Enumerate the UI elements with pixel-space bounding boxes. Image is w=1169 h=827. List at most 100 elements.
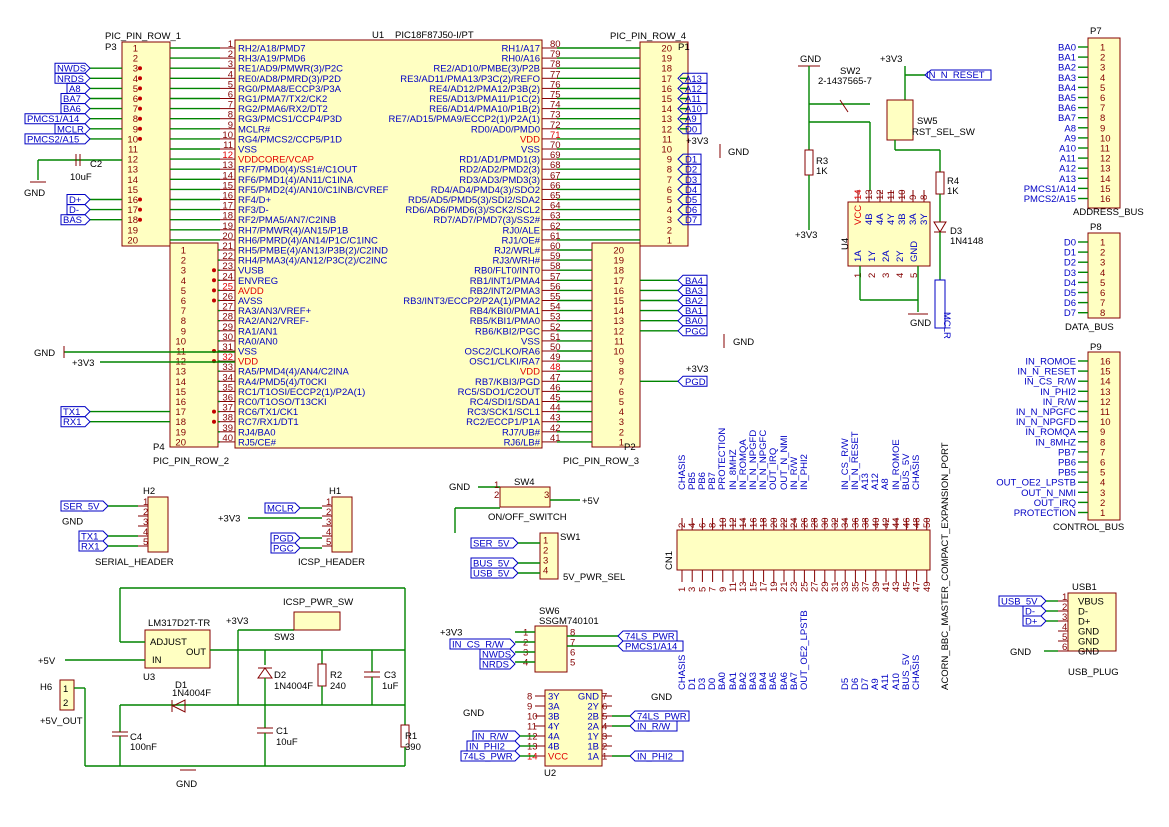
- sw3-v33: +3V3: [226, 616, 248, 627]
- sw6-numl-4: 4: [523, 658, 528, 669]
- sw4-gnd: GND: [449, 482, 470, 493]
- u1-pin-79: 79: [550, 49, 561, 60]
- cn1-odd-35: 35: [850, 581, 861, 592]
- cn1-even-6: 6: [697, 523, 708, 528]
- u1-pin-17: 17: [222, 201, 233, 212]
- u1-pin-4: 4: [228, 69, 233, 80]
- u1-pin-1: 1: [228, 39, 233, 50]
- u1-pin-name-18: RF2/PMA5/AN7/C2INB: [238, 215, 336, 226]
- u4-pin-bot-0: 1A: [853, 250, 864, 262]
- cn1-bot-label-8: BA4: [758, 672, 769, 690]
- cn1-odd-1: 1: [677, 587, 688, 592]
- cn1-even-44: 44: [891, 517, 902, 528]
- u1-pin-24: 24: [222, 271, 233, 282]
- c1-value: 10uF: [276, 737, 298, 748]
- p9-label-4: IN_R/W: [1043, 397, 1076, 408]
- p1-pin-18: 18: [661, 64, 672, 75]
- p3-pin-2: 2: [133, 54, 138, 65]
- sw6-numr-5: 5: [570, 658, 575, 669]
- p7-num-15: 16: [1100, 194, 1111, 205]
- u2-numr-2: 5: [602, 712, 607, 723]
- u4-pin-top-6: 3Y: [919, 213, 930, 225]
- p2a-label-5: PGC: [685, 326, 706, 337]
- u1-pin-name-68: RD2/AD2/PMD2(3): [459, 165, 540, 176]
- p1-pin-14: 14: [661, 104, 672, 115]
- p3-pin-7: 7: [133, 104, 138, 115]
- cn1-top-label-12: IN_PHI2: [799, 454, 810, 490]
- p1-pin-15: 15: [661, 94, 672, 105]
- u1-pin-name-54: RB4/KBI0/PMA1: [470, 306, 540, 317]
- cn1-bot-label-6: BA2: [738, 672, 749, 690]
- u1-pin-14: 14: [222, 170, 233, 181]
- p3-ref: P3: [105, 42, 117, 53]
- u1-pin-64: 64: [550, 201, 561, 212]
- u1-pin-59: 59: [550, 251, 561, 262]
- p7-label-9: A9: [1064, 133, 1076, 144]
- u3-pin-adjust: ADJUST: [150, 637, 187, 648]
- p1-pin-13: 13: [661, 114, 672, 125]
- p8-ref: P8: [1090, 222, 1102, 233]
- p4-pin-19: 19: [175, 427, 186, 438]
- sw1-num-3: 3: [543, 556, 548, 567]
- u2-pinl-5: 4B: [548, 742, 560, 753]
- u2-gnd: GND: [463, 708, 484, 719]
- cn1-odd-13: 13: [738, 581, 749, 592]
- u1-pin-19: 19: [222, 221, 233, 232]
- u1-pin-58: 58: [550, 261, 561, 272]
- p4-pin-16: 16: [175, 397, 186, 408]
- p1-pin-2: 2: [667, 225, 672, 236]
- cn1-bot-label-5: BA1: [728, 672, 739, 690]
- sw6-labelr-1: PMCS1/A14: [625, 642, 677, 653]
- cn1-top-label-14: IN_N_RESET: [850, 431, 861, 490]
- left-label-3: BA7: [63, 94, 81, 105]
- main-wires: [138, 47, 640, 443]
- p8-num-1: 2: [1100, 248, 1105, 259]
- usb1-num-1: 2: [1062, 602, 1067, 613]
- h2-num-3: 3: [143, 517, 148, 528]
- u1-pin-78: 78: [550, 59, 561, 70]
- u1-pin-66: 66: [550, 180, 561, 191]
- p1-pin-6: 6: [667, 185, 672, 196]
- u1-pin-26: 26: [222, 292, 233, 303]
- sw6-ref: SW6: [539, 606, 560, 617]
- u2-pinr-0: GND: [578, 692, 599, 703]
- p7-label-0: BA0: [1058, 43, 1076, 54]
- p1a-label-0: A13: [685, 74, 702, 85]
- sw2-part: 2-1437565-7: [818, 76, 872, 87]
- p7-label-7: BA7: [1058, 113, 1076, 124]
- u2-numr-5: 2: [602, 742, 607, 753]
- u1-pin-name-77: RE3/AD11/PMA13/P3C(2)/REFO: [400, 74, 540, 85]
- p1b-label-5: D6: [685, 205, 697, 216]
- u2-labelr-0: 74LS_PWR: [637, 712, 687, 723]
- p8-label-1: D1: [1064, 248, 1076, 259]
- u1-pin-76: 76: [550, 79, 561, 90]
- p1-pin-17: 17: [661, 74, 672, 85]
- cn1-bot-label-4: BA0: [717, 672, 728, 690]
- cn1-bot-label-15: D7: [860, 678, 871, 690]
- p7-num-2: 3: [1100, 63, 1105, 74]
- cn1-even-36: 36: [850, 517, 861, 528]
- p8-num-4: 5: [1100, 278, 1105, 289]
- u1-pin-2: 2: [228, 49, 233, 60]
- u4-pin-bot-3: 2Y: [895, 250, 906, 262]
- sw1-label-1: BUS_5V: [473, 559, 510, 570]
- c4-ref: C4: [130, 732, 142, 743]
- u1-r-v33b: +3V3: [686, 364, 708, 375]
- p9-num-2: 14: [1100, 377, 1111, 388]
- p9-label-5: IN_N_NPGFC: [1016, 407, 1076, 418]
- p7-ref: P7: [1090, 26, 1102, 37]
- u4-num-top-2: 12: [875, 189, 886, 200]
- u1-pin-80: 80: [550, 39, 561, 50]
- u1-pin-73: 73: [550, 110, 561, 121]
- u1-pin-71: 71: [550, 130, 561, 141]
- p2-pin-12: 12: [613, 326, 624, 337]
- cn1-bot-label-10: BA6: [779, 672, 790, 690]
- c2-ref: C2: [90, 159, 102, 170]
